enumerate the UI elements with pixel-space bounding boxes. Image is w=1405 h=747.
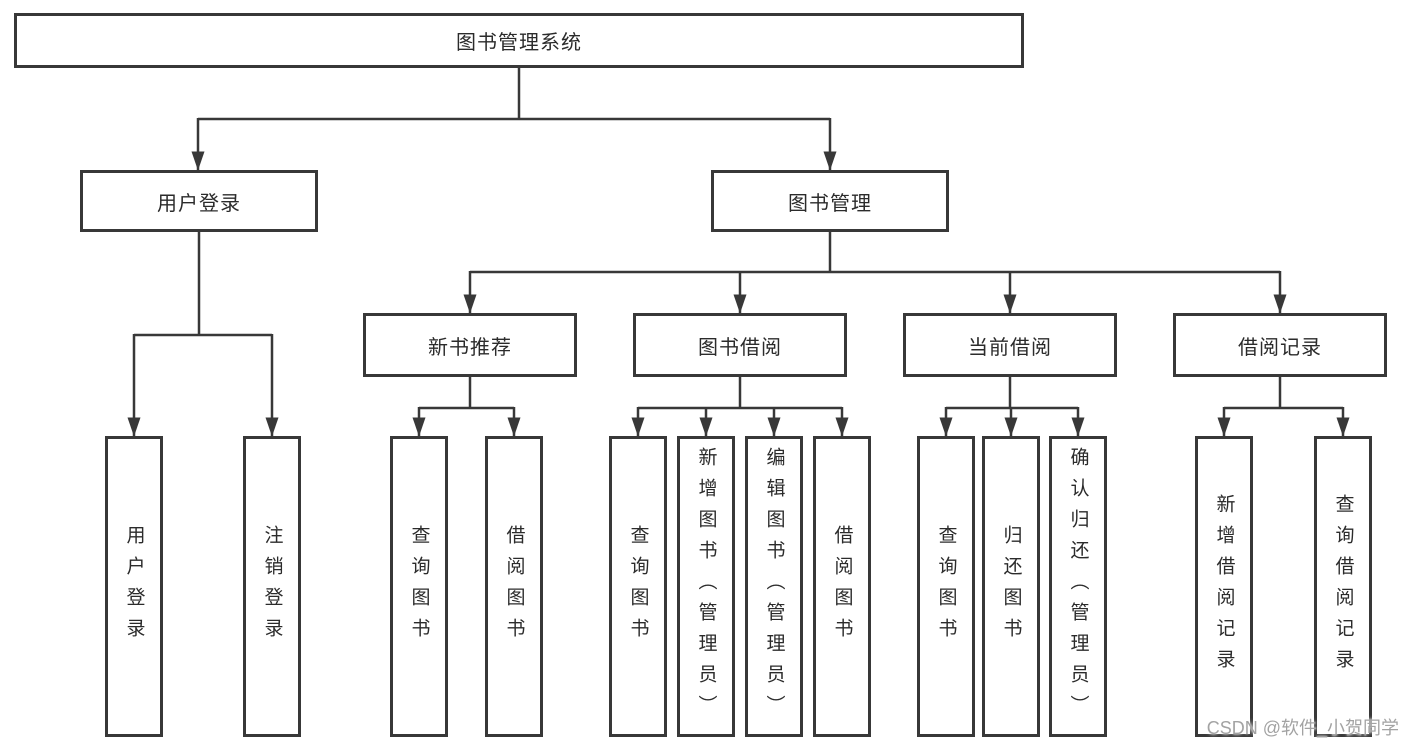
node-library-management-system: 图书管理系统 [14,13,1024,68]
node-label: 新增借阅记录 [1213,493,1235,680]
leaf-query-books-recommend: 查询图书 [390,436,448,737]
node-label: 新书推荐 [428,336,512,359]
leaf-query-books-current: 查询图书 [917,436,975,737]
node-label: 图书管理系统 [456,32,582,54]
node-book-borrowing: 图书借阅 [633,313,847,377]
node-label: 当前借阅 [968,336,1052,359]
leaf-logout: 注销登录 [243,436,301,737]
node-label: 图书借阅 [698,336,782,359]
node-user-login: 用户登录 [80,170,318,232]
node-label: 查询图书 [408,524,430,649]
leaf-query-borrow-record: 查询借阅记录 [1314,436,1372,737]
node-label: 用户登录 [123,524,145,649]
node-label: 查询图书 [935,524,957,649]
node-label: 借阅图书 [503,524,525,649]
node-label: 借阅图书 [831,524,853,649]
csdn-watermark: CSDN @软件_小贺同学 [1206,718,1399,738]
node-label: 编辑图书（管理员） [763,447,785,726]
leaf-confirm-return-admin: 确认归还（管理员） [1049,436,1107,737]
node-label: 查询借阅记录 [1332,493,1354,680]
leaf-borrow-books: 借阅图书 [813,436,871,737]
leaf-borrow-books-recommend: 借阅图书 [485,436,543,737]
leaf-query-books-borrowing: 查询图书 [609,436,667,737]
node-book-management: 图书管理 [711,170,949,232]
node-borrowing-records: 借阅记录 [1173,313,1387,377]
node-label: 归还图书 [1000,524,1022,649]
leaf-add-borrow-record: 新增借阅记录 [1195,436,1253,737]
node-label: 借阅记录 [1238,336,1322,359]
node-current-borrowing: 当前借阅 [903,313,1117,377]
node-label: 图书管理 [788,192,872,215]
leaf-add-books-admin: 新增图书（管理员） [677,436,735,737]
node-label: 用户登录 [157,192,241,215]
node-label: 注销登录 [261,524,283,649]
leaf-edit-books-admin: 编辑图书（管理员） [745,436,803,737]
leaf-user-login: 用户登录 [105,436,163,737]
node-label: 新增图书（管理员） [695,447,717,726]
node-label: 确认归还（管理员） [1067,447,1089,726]
leaf-return-books: 归还图书 [982,436,1040,737]
node-label: 查询图书 [627,524,649,649]
node-new-book-recommendation: 新书推荐 [363,313,577,377]
